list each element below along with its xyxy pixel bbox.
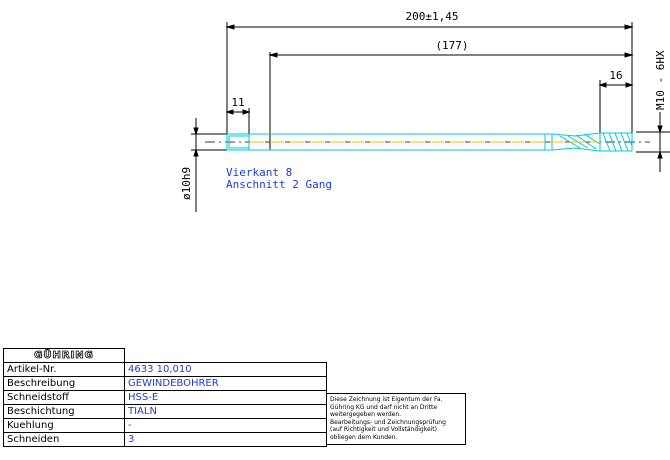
dimension-overall-length xyxy=(225,22,634,142)
shank-diameter-label: ø10h9 xyxy=(180,167,193,200)
dimension-shank-diameter xyxy=(191,118,227,212)
row-label: Beschreibung xyxy=(3,376,125,391)
table-row: Kuehlung - xyxy=(3,418,327,433)
row-label: Kuehlung xyxy=(3,418,125,433)
thread-length-label: 16 xyxy=(609,69,622,82)
notice-line: Diese Zeichnung ist Eigentum der Fa. xyxy=(330,396,443,403)
dimension-square-length xyxy=(225,108,251,138)
dimension-thread-length xyxy=(598,80,634,135)
thread-size-label: M10 - 6HX xyxy=(654,50,667,110)
row-value: HSS-E xyxy=(124,390,327,405)
row-label: Beschichtung xyxy=(3,404,125,419)
row-label: Schneidstoff xyxy=(3,390,125,405)
table-row: Schneiden 3 xyxy=(3,432,327,447)
row-value: - xyxy=(124,418,327,433)
note-square: Vierkant 8 xyxy=(226,166,292,179)
row-label: Artikel-Nr. xyxy=(3,362,125,377)
notice-line: (auf Richtigkeit und Vollständigkeit) xyxy=(330,426,438,434)
table-row: Beschichtung TIALN xyxy=(3,404,327,419)
table-row: Artikel-Nr. 4633 10,010 xyxy=(3,362,327,377)
shank-length-label: (177) xyxy=(435,39,468,52)
ownership-notice: Diese Zeichnung ist Eigentum der Fa. Güh… xyxy=(326,393,466,445)
row-value: TIALN xyxy=(124,404,327,419)
table-row: Beschreibung GEWINDEBOHRER xyxy=(3,376,327,391)
table-row: Schneidstoff HSS-E xyxy=(3,390,327,405)
row-value: 3 xyxy=(124,432,327,447)
logo: GÜHRING xyxy=(3,348,125,363)
notice-line: obliegen dem Kunden. xyxy=(330,433,398,441)
row-value: 4633 10,010 xyxy=(124,362,327,377)
note-chamfer: Anschnitt 2 Gang xyxy=(226,178,332,191)
square-length-label: 11 xyxy=(231,96,244,109)
notice-line: Gühring KG und darf nicht an Dritte xyxy=(330,403,438,411)
notice-line: Bearbeitungs- und Zeichnungsprüfung xyxy=(330,418,446,426)
title-block: GÜHRING Artikel-Nr. 4633 10,010 Beschrei… xyxy=(3,348,327,447)
title-block-header-spacer xyxy=(124,348,327,363)
row-value: GEWINDEBOHRER xyxy=(124,376,327,391)
row-label: Schneiden xyxy=(3,432,125,447)
technical-drawing: 200±1,45 (177) 11 16 M10 - 6HX xyxy=(180,10,670,212)
overall-length-label: 200±1,45 xyxy=(406,10,459,23)
dimension-thread-size xyxy=(636,112,670,172)
notice-line: weitergegeben werden. xyxy=(330,411,402,419)
